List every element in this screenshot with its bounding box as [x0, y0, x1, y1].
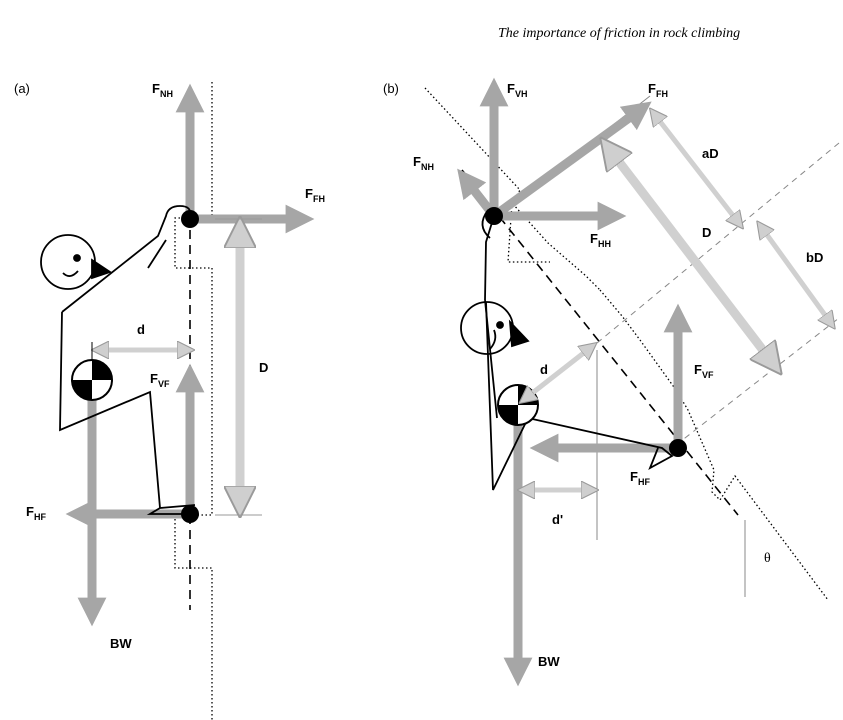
hand-contact-b: [485, 207, 503, 225]
panel-a-tag: (a): [14, 81, 30, 96]
fhh-label-b: FHH: [590, 231, 611, 249]
fnh-label-b: FNH: [413, 154, 434, 172]
bD-dimension: [762, 228, 830, 322]
hand-contact-a: [181, 210, 199, 228]
ffh-arrow-b: [491, 101, 652, 220]
fvh-label-b: FVH: [507, 81, 527, 99]
D-dimension-b: [610, 150, 772, 362]
perp-line-1: [596, 142, 840, 344]
bw-label-b: BW: [538, 654, 560, 669]
d-prime-label: d': [552, 512, 563, 527]
fnh-label-a: FNH: [152, 81, 173, 99]
wall-profile-a: [174, 82, 213, 720]
panel-b: (b): [383, 77, 840, 687]
perp-line-2: [675, 317, 840, 446]
aD-label: aD: [702, 146, 719, 161]
fhf-label-a: FHF: [26, 504, 46, 522]
line-of-action-b: [461, 169, 739, 516]
fvf-label-b: FVF: [694, 362, 714, 380]
fvf-label-a: FVF: [150, 371, 170, 389]
foot-contact-b: [669, 439, 687, 457]
climber-a: [40, 205, 196, 515]
climber-b: [460, 209, 674, 491]
ffh-label-b: FFH: [648, 81, 668, 99]
D-label-a: D: [259, 360, 268, 375]
theta-label: θ: [764, 551, 771, 566]
panel-b-tag: (b): [383, 81, 399, 96]
d-dimension-b: [526, 348, 590, 398]
fhf-label-b: FHF: [630, 469, 650, 487]
running-title: The importance of friction in rock climb…: [498, 26, 740, 41]
D-label-b: D: [702, 225, 711, 240]
panel-a: (a): [14, 81, 325, 720]
bD-label: bD: [806, 250, 823, 265]
center-of-mass-a: [71, 359, 113, 401]
foot-contact-a: [181, 505, 199, 523]
d-label-a: d: [137, 322, 145, 337]
ffh-label-a: FFH: [305, 186, 325, 204]
aD-dimension: [655, 115, 738, 222]
bw-label-a: BW: [110, 636, 132, 651]
d-label-b: d: [540, 362, 548, 377]
